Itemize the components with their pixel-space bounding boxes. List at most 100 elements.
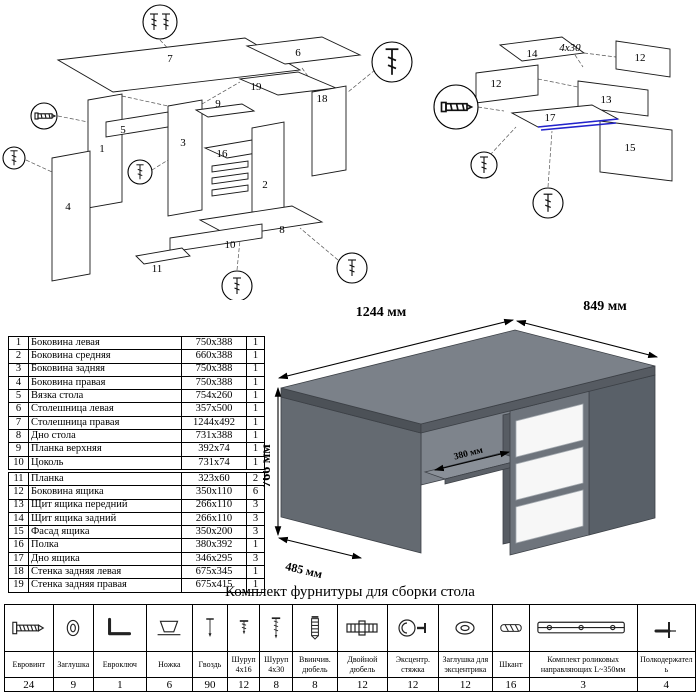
part-name: Планка	[28, 471, 182, 487]
screw-large-icon	[260, 605, 293, 652]
dimension-depth-label: 849 мм	[583, 299, 627, 314]
hardware-item-qty: 4	[663, 678, 670, 691]
hardware-item-name: Двойной дюбель	[337, 652, 388, 678]
dimension-arrows	[274, 318, 659, 560]
hardware-item-name: Шуруп 4x16	[227, 652, 260, 678]
part-name: Боковина правая	[28, 375, 182, 391]
part-label-14: 14	[527, 48, 539, 60]
drawer-back-shield	[498, 36, 586, 62]
parts-table-2: 11 Планка 323x60 2 12 Боковина ящика 350…	[8, 471, 265, 593]
hardware-item-name: Шкант	[493, 652, 529, 678]
hardware-item-roller-slides: Комплект роликовых направляющих L~350мм …	[528, 605, 637, 691]
part-size: 675x345	[181, 565, 247, 580]
parts-table-1: 1 Боковина левая 750x388 1 2 Боковина ср…	[8, 335, 265, 470]
hardware-item-name: Полкодержатель	[637, 652, 695, 678]
part-label-2: 2	[262, 179, 268, 191]
part-name: Полка	[28, 538, 182, 553]
part-number: 7	[8, 415, 29, 431]
screw-detail-callout	[433, 84, 479, 130]
part-qty: 1	[246, 362, 265, 377]
hardware-item-qty: 90	[204, 678, 216, 691]
part-number: 12	[8, 485, 29, 500]
part-size: 350x110	[181, 485, 247, 500]
hardware-item-qty: 8	[273, 678, 280, 691]
hardware-item-name: Ввинчив. дюбель	[293, 652, 337, 678]
part-label-12: 12	[491, 78, 502, 90]
hardware-item-gvozd: Гвоздь 90	[192, 605, 227, 691]
part-size: 266x110	[181, 511, 247, 527]
hardware-item-excentr-styazhka: Эксцентр. стяжка 12	[387, 605, 438, 691]
part-label-3: 3	[180, 137, 186, 149]
part-number: 9	[8, 442, 29, 457]
parts-table-row: 10 Цоколь 731x74 1	[8, 455, 265, 470]
hardware-item-qty: 1	[117, 678, 123, 691]
part-labels-right: 14 12 12 13 17 15 4x30	[491, 42, 646, 154]
parts-table-row: 12 Боковина ящика 350x110 6	[8, 485, 265, 500]
part-qty: 1	[246, 375, 265, 391]
dimension-width-label: 1244 мм	[356, 305, 407, 320]
part-label-11: 11	[152, 263, 163, 275]
hardware-item-name: Комплект роликовых направляющих L~350мм	[529, 652, 637, 678]
parts-table-row: 11 Планка 323x60 2	[8, 471, 265, 487]
part-qty: 1	[246, 415, 265, 431]
parts-table-row: 9 Планка верхняя 392x74 1	[8, 442, 265, 457]
part-number: 5	[8, 389, 29, 404]
hex-key-icon	[94, 605, 146, 652]
parts-table-row: 2 Боковина средняя 660x388 1	[8, 349, 265, 364]
detail-callouts-right	[433, 84, 564, 219]
panel-side-right	[51, 150, 91, 282]
part-number: 18	[8, 565, 29, 580]
part-name: Столешница левая	[28, 402, 182, 417]
part-size: 731x388	[181, 429, 247, 444]
part-name: Дно ящика	[28, 551, 182, 567]
parts-table-row: 7 Столешница правая 1244x492 1	[8, 415, 265, 431]
part-number: 13	[8, 498, 29, 513]
hardware-item-zaglushka: Заглушка 9	[52, 605, 94, 691]
screw-size-note: 4x30	[559, 42, 581, 54]
part-label-9: 9	[215, 98, 221, 110]
part-labels-left: 7 6 19 18 1 4 3 5 16 2 9 8 10 11	[65, 47, 328, 275]
hardware-item-qty: 12	[459, 678, 471, 691]
part-name: Вязка стола	[28, 389, 182, 404]
hardware-item-zaglushka-excentrika: Заглушка для эксцентрика 12	[437, 605, 493, 691]
parts-table-row: 15 Фасад ящика 350x200 3	[8, 525, 265, 540]
hardware-item-name: Евровинт	[5, 652, 53, 678]
part-qty: 1	[246, 402, 265, 417]
part-label-5: 5	[120, 124, 126, 136]
part-label-15: 15	[625, 142, 637, 154]
hardware-item-name: Заглушка	[53, 652, 94, 678]
part-size: 754x260	[181, 389, 247, 404]
hardware-kit-title: Комплект фурнитуры для сборки стола	[225, 584, 475, 600]
part-qty: 3	[246, 551, 265, 567]
shelf-pin-icon	[637, 605, 695, 652]
drawer-unit-side	[588, 374, 656, 536]
hardware-kit-table: Евровинт 24 Заглушка 9 Евроключ 1	[4, 604, 696, 692]
screw-detail-callout	[142, 4, 178, 40]
panel-top-strip	[194, 103, 256, 118]
hardware-item-qty: 6	[166, 678, 173, 691]
parts-table-row: 17 Дно ящика 346x295 3	[8, 551, 265, 567]
screw-small-icon	[227, 605, 260, 652]
part-name: Боковина левая	[28, 335, 182, 351]
furniture-leg-icon	[146, 605, 193, 652]
drawer-slide	[211, 160, 249, 173]
part-qty: 1	[246, 442, 265, 457]
parts-table-row: 1 Боковина левая 750x388 1	[8, 335, 265, 351]
drawer-front-middle	[515, 446, 584, 501]
parts-table-row: 19 Стенка задняя правая 675x415 1	[8, 578, 265, 593]
drawer-slide	[211, 172, 249, 185]
confirmat-screw-icon	[5, 605, 53, 652]
part-qty: 1	[246, 429, 265, 444]
hardware-item-qty: 3	[580, 678, 586, 691]
parts-table-row: 16 Полка 380x392 1	[8, 538, 265, 553]
part-name: Стенка задняя правая	[28, 578, 182, 593]
drawer-front-top	[515, 403, 584, 458]
exploded-view-drawer: 14 12 12 13 17 15 4x30	[433, 36, 673, 219]
exploded-view-desk: 7 6 19 18 1 4 3 5 16 2 9 8 10 11	[2, 4, 413, 300]
hardware-item-eurokey: Евроключ 1	[93, 605, 146, 691]
part-size: 380x392	[181, 538, 247, 553]
hardware-item-qty: 12	[407, 678, 419, 691]
parts-table-row: 4 Боковина правая 750x388 1	[8, 375, 265, 391]
part-size: 660x388	[181, 349, 247, 364]
part-number: 3	[8, 362, 29, 377]
